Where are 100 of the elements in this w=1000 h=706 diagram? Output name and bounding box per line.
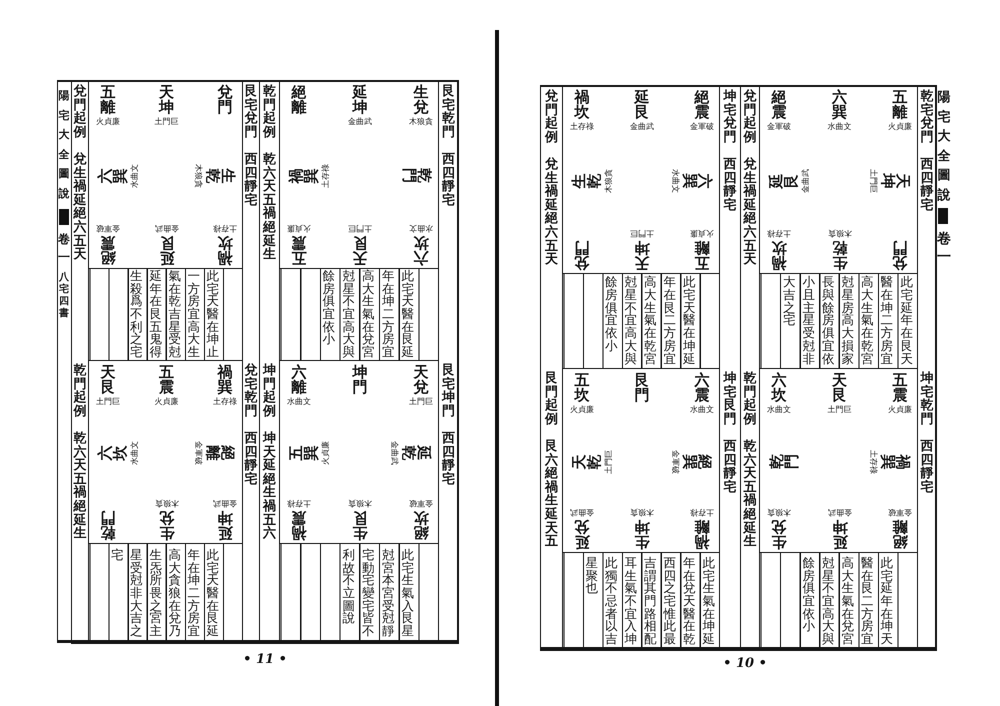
annotation-label: 土門巨 xyxy=(408,397,434,406)
direction-label: 禍巽 xyxy=(216,365,234,395)
cell-text: 高大生氣在乾宮 xyxy=(860,276,876,366)
vertical-heading: 西四靜宅 xyxy=(440,432,456,486)
annotation-label: 金曲武 xyxy=(569,508,595,517)
cell-text: 尅星不宜高大與 xyxy=(821,556,836,646)
heading-column xyxy=(438,80,459,644)
direction-label: 延艮 xyxy=(769,172,799,190)
annotation-label: 土存祿 xyxy=(869,448,878,474)
annotation-label: 金曲武 xyxy=(390,440,399,466)
direction-label: 五震 xyxy=(892,373,908,403)
annotation-label: 木狼貪 xyxy=(154,499,180,508)
vertical-heading: 兌門起例 xyxy=(742,90,758,144)
annotation-label: 水曲文 xyxy=(130,440,139,466)
annotation-label: 土門巨 xyxy=(869,168,878,194)
direction-label: 坤門 xyxy=(351,365,368,395)
direction-label: 延坤 xyxy=(216,510,234,540)
annotation-label: 土存祿 xyxy=(212,224,238,233)
direction-label: 生坤 xyxy=(634,519,651,549)
annotation-label: 土存祿 xyxy=(321,162,330,188)
cell-text: 此宅延年在坤天 xyxy=(880,556,895,646)
direction-label: 禍坎 xyxy=(573,90,590,120)
vertical-heading: 艮宅坤門 xyxy=(440,364,456,418)
vertical-heading: 坤天延絕生禍五六 xyxy=(261,432,277,541)
vertical-heading: 乾六天五禍絕延生 xyxy=(742,440,758,549)
vertical-heading: 艮門起例 xyxy=(544,372,559,426)
cell-text: 吉謂其門路相配 xyxy=(643,556,658,646)
cell-text: 西四之宅惟此最 xyxy=(662,556,678,646)
direction-label: 禍巽 xyxy=(880,453,910,471)
vertical-heading: 西四靜宅 xyxy=(722,440,738,494)
vertical-heading: 坤宅艮門 xyxy=(722,372,738,426)
cell-text: 此獨不忌者以吉 xyxy=(604,556,620,646)
cell-text: 年在兌天醫在乾 xyxy=(682,556,697,646)
cell-text: 延年在艮五鬼得 xyxy=(148,270,164,359)
direction-label: 天艮 xyxy=(352,235,369,265)
cell-text: 宅 xyxy=(110,548,126,562)
cell-text: 此宅天醫在坤止 xyxy=(205,270,220,359)
vertical-heading: 西四靜宅 xyxy=(440,153,456,208)
vertical-heading: 乾六天五禍絕延生 xyxy=(261,153,277,262)
volume-label: 卷一 xyxy=(936,230,952,266)
cell-text: 高大生氣在兌宮 xyxy=(361,270,376,359)
direction-label: 絕震 xyxy=(100,235,117,265)
direction-label: 延坤 xyxy=(350,85,368,115)
direction-label: 乾門 xyxy=(100,510,116,540)
cell-text: 大吉之宅 xyxy=(782,276,797,328)
direction-label: 天兌 xyxy=(412,365,430,395)
cell-text: 高大生氣在乾宮 xyxy=(643,276,658,366)
annotation-label: 金曲武 xyxy=(826,508,852,517)
direction-label: 禍離 xyxy=(694,519,711,549)
annotation-label: 木狼貪 xyxy=(604,168,613,194)
cell-text: 星聚也 xyxy=(584,556,600,595)
annotation-label: 土門巨 xyxy=(95,397,121,406)
cell-text: 尅星不宜高大與 xyxy=(624,276,639,366)
annotation-label: 土門巨 xyxy=(826,405,852,414)
annotation-label: 火貞廉 xyxy=(321,440,330,466)
direction-label: 禍坎 xyxy=(770,240,788,270)
volume-label: 卷一 xyxy=(57,231,71,266)
direction-label: 五坎 xyxy=(573,373,590,403)
cell-text: 此宅生氣在坤延 xyxy=(701,556,716,646)
vertical-heading: 坤宅乾門 xyxy=(919,372,934,426)
cell-text: 利故不立圖說 xyxy=(341,548,356,626)
annotation-label: 木狼貪 xyxy=(347,499,373,508)
running-title: 陽宅大全圖說 xyxy=(57,88,70,202)
direction-label: 六離 xyxy=(290,365,308,395)
cell-text: 此宅生氣入艮星 xyxy=(400,548,416,638)
direction-label: 天乾 xyxy=(572,453,602,471)
vertical-heading: 兌門起例 xyxy=(72,85,88,140)
vertical-heading: 西四靜宅 xyxy=(722,158,738,212)
direction-label: 兌門 xyxy=(216,85,234,115)
annotation-label: 木狼貪 xyxy=(629,508,655,517)
vertical-heading: 西四靜宅 xyxy=(919,158,934,212)
annotation-label: 火貞廉 xyxy=(154,397,180,406)
direction-label: 艮門 xyxy=(634,373,650,403)
direction-label: 禍坎 xyxy=(216,235,234,265)
annotation-label: 金曲武 xyxy=(347,117,373,126)
annotation-label: 金軍破 xyxy=(689,122,715,131)
direction-label: 延坤 xyxy=(831,519,849,549)
annotation-label: 土存祿 xyxy=(212,397,238,406)
annotation-label: 金軍破 xyxy=(194,440,203,466)
cell-text: 長與餘房俱宜依 xyxy=(821,276,836,366)
direction-label: 六巽 xyxy=(830,90,848,120)
cell-text: 生殺爲不利之宅 xyxy=(129,270,144,359)
direction-label: 天坤 xyxy=(634,240,651,270)
vertical-heading: 兌生禍延絕六五天 xyxy=(742,158,758,267)
direction-label: 生乾 xyxy=(205,167,235,185)
cell-text: 此宅天醫在艮延 xyxy=(400,270,416,359)
direction-label: 六坎 xyxy=(412,235,430,265)
direction-label: 延乾 xyxy=(401,444,431,462)
cell-text: 醫在艮二方房宜 xyxy=(860,556,876,646)
cell-text: 高大生氣在兌宮 xyxy=(840,556,856,646)
annotation-label: 水曲文 xyxy=(671,168,680,194)
annotation-label: 土存祿 xyxy=(766,229,792,238)
direction-label: 生兌 xyxy=(158,510,176,540)
annotation-label: 火貞廉 xyxy=(887,405,913,414)
direction-label: 六震 xyxy=(693,373,710,403)
direction-label: 五離 xyxy=(100,85,116,115)
annotation-label: 金曲武 xyxy=(629,122,655,131)
annotation-label: 土存祿 xyxy=(689,508,715,517)
direction-label: 六坎 xyxy=(98,444,128,462)
vertical-heading: 西四靜宅 xyxy=(243,432,258,486)
